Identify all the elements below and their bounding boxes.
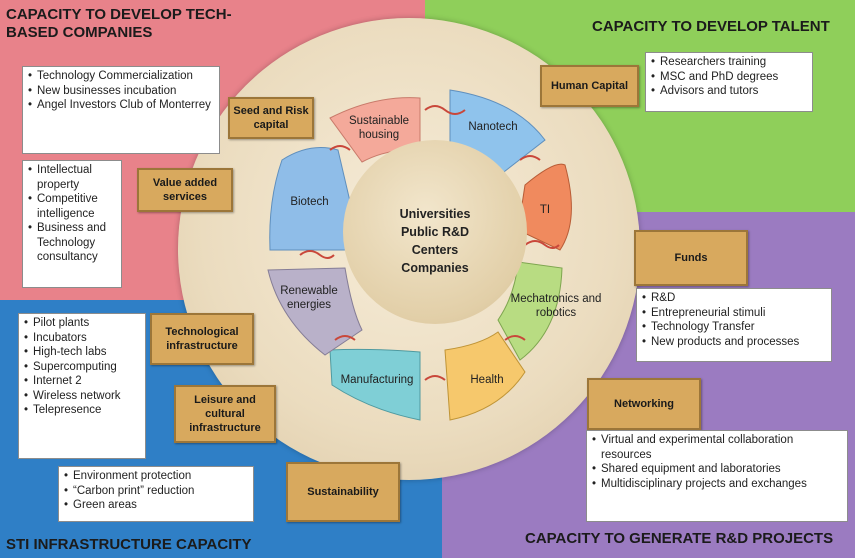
list-item: Entrepreneurial stimuli [642,306,827,321]
list-item: Internet 2 [24,374,141,389]
list-value-added-services: Intellectual property Competitive intell… [22,160,122,288]
list-item: High-tech labs [24,345,141,360]
title-rd-projects: CAPACITY TO GENERATE R&D PROJECTS [525,530,834,547]
dna-links [299,105,560,381]
list-networking: Virtual and experimental collaboration r… [586,430,848,522]
center-line-3: Centers [411,243,459,257]
box-human-capital: Human Capital [540,65,639,107]
label-nanotech: Nanotech [468,121,518,133]
list-item: Supercomputing [24,360,141,375]
petal-sustainable-housing [329,97,421,163]
list-item: Environment protection [64,469,249,484]
label-ti: TI [539,204,551,216]
title-tech-companies: CAPACITY TO DEVELOP TECH-BASED COMPANIES [6,6,232,41]
list-item: Multidisciplinary projects and exchanges [592,477,843,492]
list-item: R&D [642,291,827,306]
list-item: Technology Commercialization [28,69,215,84]
list-technological-infrastructure: Pilot plants Incubators High-tech labs S… [18,313,146,459]
list-item: MSC and PhD degrees [651,70,808,85]
list-item: Green areas [64,498,249,513]
center-line-1: Universities [399,207,471,221]
list-item: Competitive intelligence [28,192,117,221]
list-item: Incubators [24,331,141,346]
list-seed-risk-capital: Technology Commercialization New busines… [22,66,220,154]
list-human-capital: Researchers training MSC and PhD degrees… [645,52,813,112]
list-item: Business and Technology consultancy [28,221,117,265]
label-sustainable-housing: Sustainable housing [348,115,410,141]
petal-manufacturing [329,348,421,421]
list-item: Shared equipment and laboratories [592,462,843,477]
label-manufacturing: Manufacturing [340,374,414,386]
list-sustainability: Environment protection “Carbon print” re… [58,466,254,522]
list-item: Telepresence [24,403,141,418]
box-value-added-services: Value added services [137,168,233,212]
list-item: “Carbon print” reduction [64,484,249,499]
box-seed-risk-capital: Seed and Risk capital [228,97,314,139]
list-item: New products and processes [642,335,827,350]
list-item: Technology Transfer [642,320,827,335]
box-sustainability: Sustainability [286,462,400,522]
list-funds: R&D Entrepreneurial stimuli Technology T… [636,288,832,362]
list-item: New businesses incubation [28,84,215,99]
center-line-2: Public R&D [400,225,470,239]
title-talent: CAPACITY TO DEVELOP TALENT [592,18,830,35]
box-funds: Funds [634,230,748,286]
list-item: Angel Investors Club of Monterrey [28,98,215,113]
list-item: Intellectual property [28,163,117,192]
label-mechatronics: Mechatronics and robotics [510,293,602,319]
box-technological-infrastructure: Technological infrastructure [150,313,254,365]
list-item: Virtual and experimental collaboration r… [592,433,843,462]
label-health: Health [470,374,504,386]
center-label: Universities Public R&D Centers Companie… [343,205,527,277]
center-line-4: Companies [401,261,469,275]
list-item: Pilot plants [24,316,141,331]
box-leisure-cultural-infrastructure: Leisure and cultural infrastructure [174,385,276,443]
petal-health [444,331,526,421]
label-renewable-energies: Renewable energies [280,285,338,311]
core-circle [343,140,527,324]
petal-renewable-energies [267,267,363,356]
box-networking: Networking [587,378,701,430]
title-sti-infrastructure: STI INFRASTRUCTURE CAPACITY [6,536,252,553]
list-item: Advisors and tutors [651,84,808,99]
list-item: Wireless network [24,389,141,404]
list-item: Researchers training [651,55,808,70]
label-biotech: Biotech [290,196,329,208]
